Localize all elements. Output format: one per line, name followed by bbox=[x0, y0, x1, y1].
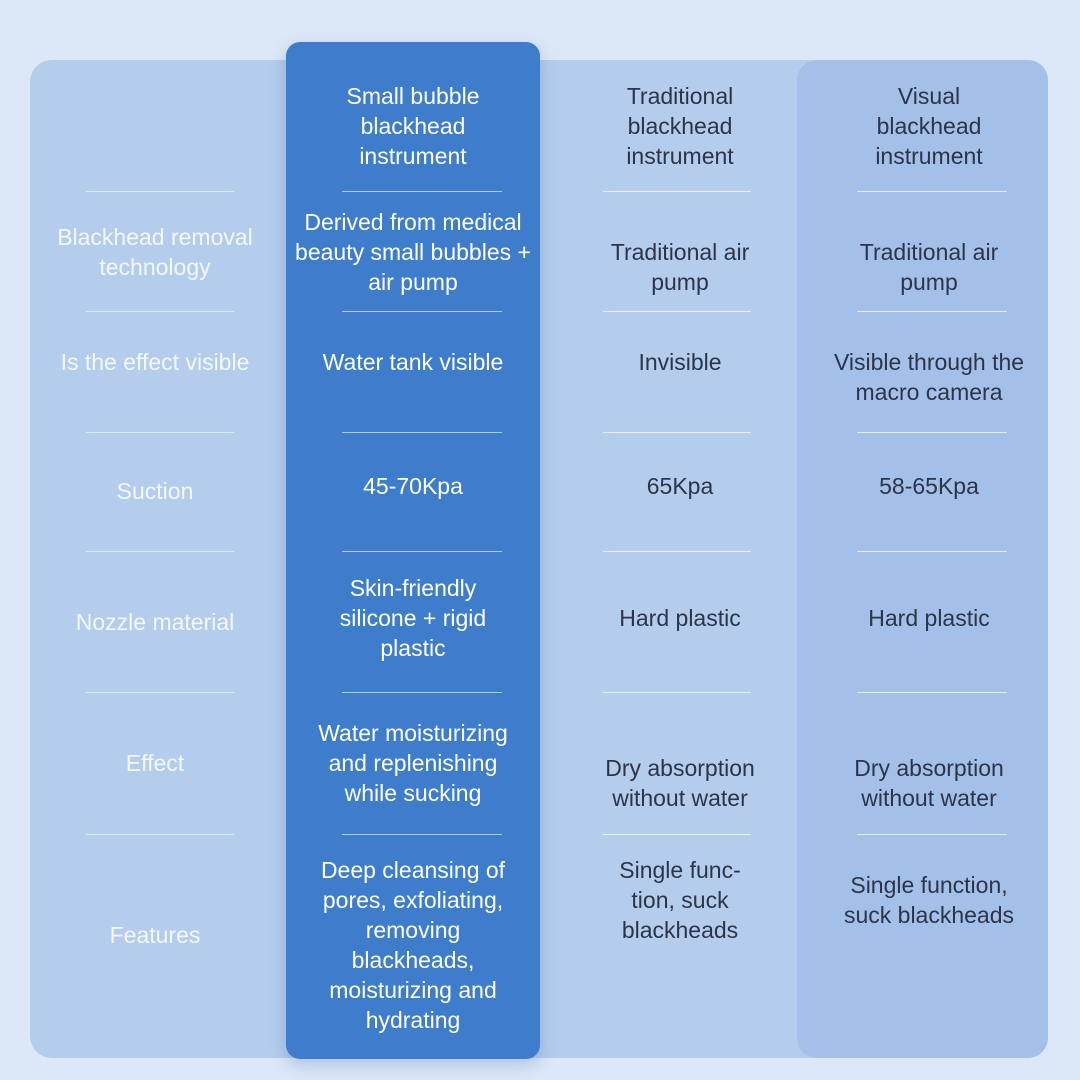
row-divider bbox=[603, 311, 751, 312]
row-divider bbox=[342, 311, 502, 312]
cell-small-bubble-suction: 45-70Kpa bbox=[363, 473, 463, 499]
row-label-visibility: Is the effect visible bbox=[60, 349, 250, 375]
header-small-bubble: Small bubble blackhead instrument bbox=[346, 83, 480, 169]
cell-visual-effect: Dry absorption without water bbox=[854, 755, 1004, 811]
header-traditional: Traditional blackhead instrument bbox=[626, 83, 734, 169]
row-divider bbox=[857, 692, 1007, 693]
cell-traditional-visibility: Invisible bbox=[638, 349, 722, 375]
cell-visual-nozzle: Hard plastic bbox=[868, 605, 990, 631]
header-visual: Visual blackhead instrument bbox=[875, 83, 983, 169]
row-divider bbox=[86, 311, 234, 312]
row-label-effect: Effect bbox=[125, 750, 185, 776]
row-label-technology: Blackhead removal technology bbox=[57, 224, 253, 280]
cell-visual-features: Single function, suck blackheads bbox=[843, 872, 1015, 928]
row-divider bbox=[342, 191, 502, 192]
row-divider bbox=[86, 834, 234, 835]
cell-small-bubble-features: Deep cleansing of pores, exfoliating, re… bbox=[320, 857, 506, 1033]
row-divider bbox=[342, 692, 502, 693]
row-divider bbox=[603, 551, 751, 552]
cell-small-bubble-visibility: Water tank visible bbox=[322, 349, 504, 375]
row-divider bbox=[86, 551, 234, 552]
cell-traditional-effect: Dry absorption without water bbox=[605, 755, 755, 811]
cell-traditional-suction: 65Kpa bbox=[646, 473, 714, 499]
row-divider bbox=[857, 551, 1007, 552]
row-label-features: Features bbox=[109, 922, 201, 948]
row-divider bbox=[342, 834, 502, 835]
cell-small-bubble-technology: Derived from medical beauty small bubble… bbox=[295, 209, 531, 295]
row-divider bbox=[603, 692, 751, 693]
cell-traditional-technology: Traditional air pump bbox=[610, 239, 750, 295]
row-label-nozzle: Nozzle material bbox=[75, 609, 235, 635]
cell-traditional-nozzle: Hard plastic bbox=[619, 605, 741, 631]
row-divider bbox=[857, 311, 1007, 312]
cell-traditional-features: Single func- tion, suck blackheads bbox=[619, 857, 741, 943]
row-divider bbox=[857, 432, 1007, 433]
highlighted-column-background bbox=[286, 42, 540, 1059]
row-divider bbox=[603, 834, 751, 835]
row-label-suction: Suction bbox=[116, 478, 194, 504]
cell-small-bubble-nozzle: Skin-friendly silicone + rigid plastic bbox=[339, 575, 487, 661]
row-divider bbox=[86, 692, 234, 693]
cell-visual-visibility: Visible through the macro camera bbox=[833, 349, 1025, 405]
row-divider bbox=[342, 551, 502, 552]
row-divider bbox=[86, 432, 234, 433]
visual-column-background bbox=[797, 60, 1048, 1058]
cell-small-bubble-effect: Water moisturizing and replenishing whil… bbox=[318, 720, 508, 806]
row-divider bbox=[857, 834, 1007, 835]
row-divider bbox=[603, 191, 751, 192]
cell-visual-suction: 58-65Kpa bbox=[879, 473, 979, 499]
row-divider bbox=[86, 191, 234, 192]
cell-visual-technology: Traditional air pump bbox=[859, 239, 999, 295]
row-divider bbox=[603, 432, 751, 433]
row-divider bbox=[857, 191, 1007, 192]
row-divider bbox=[342, 432, 502, 433]
